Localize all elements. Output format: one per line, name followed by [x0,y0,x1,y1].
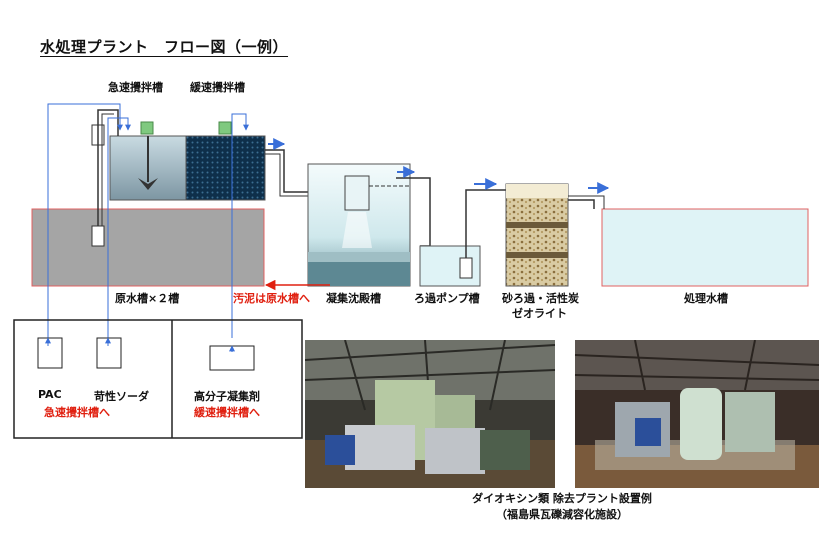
to-rapid-label: 急速攪拌槽へ [44,406,110,419]
page-title: 水処理プラント フロー図（一例） [40,38,289,56]
to-slow-label: 緩速攪拌槽へ [194,406,260,419]
soda-tank [96,337,122,369]
soda-label: 苛性ソーダ [94,390,149,403]
sludge-label: 汚泥は原水槽へ [233,292,310,305]
pac-label: PAC [38,388,62,401]
polymer-label: 高分子凝集剤 [194,390,260,403]
chemical-box [13,319,303,439]
treated-tank-label: 処理水槽 [684,292,728,305]
caption-line2: （福島県瓦礫減容化施設） [496,508,628,521]
pump-tank-label: ろ過ポンプ槽 [414,292,480,305]
raw-water-tank [31,208,265,287]
filter-label-line1: 砂ろ過・活性炭 [502,292,579,305]
filter-column [505,183,569,287]
treated-water-tank [601,208,809,287]
raw-tank-label: 原水槽×２槽 [115,292,180,305]
rapid-mix-label: 急速攪拌槽 [108,81,163,94]
pac-tank [37,337,63,369]
raw-pump-bottom [91,225,105,247]
plant-photo-1 [305,340,555,488]
slow-mix-label: 緩速攪拌槽 [190,81,245,94]
settling-label: 凝集沈殿槽 [326,292,381,305]
caption-line1: ダイオキシン類 除去プラント設置例 [472,492,652,505]
plant-photo-2 [575,340,819,488]
filter-label-line2: ゼオライト [512,307,567,320]
slow-mix-tank [185,135,266,201]
